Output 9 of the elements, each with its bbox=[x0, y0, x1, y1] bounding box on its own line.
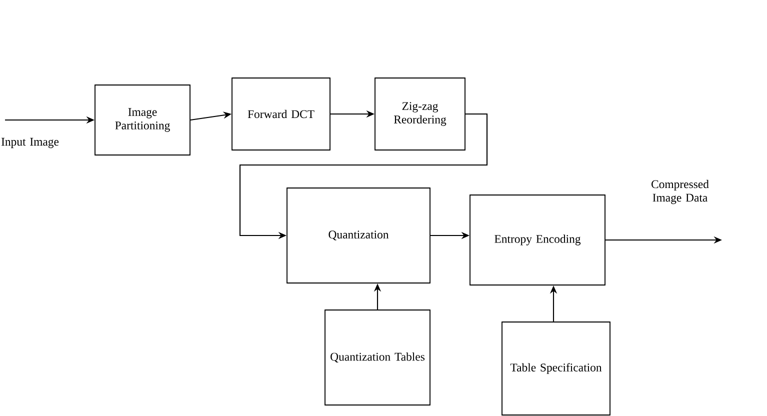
process-box: Forward DCT bbox=[232, 78, 330, 150]
edge-label: Input Image bbox=[1, 138, 59, 148]
process-box: Quantization bbox=[286, 188, 430, 284]
process-box: Quantization Tables bbox=[324, 310, 430, 406]
edge-label: Compressed Image Data bbox=[652, 180, 709, 204]
process-box: Entropy Encoding bbox=[470, 194, 606, 286]
process-box: Zig-zag Reordering bbox=[374, 78, 466, 150]
process-box: Table Specification bbox=[502, 322, 610, 416]
process-box: Image Partitioning bbox=[94, 84, 190, 156]
